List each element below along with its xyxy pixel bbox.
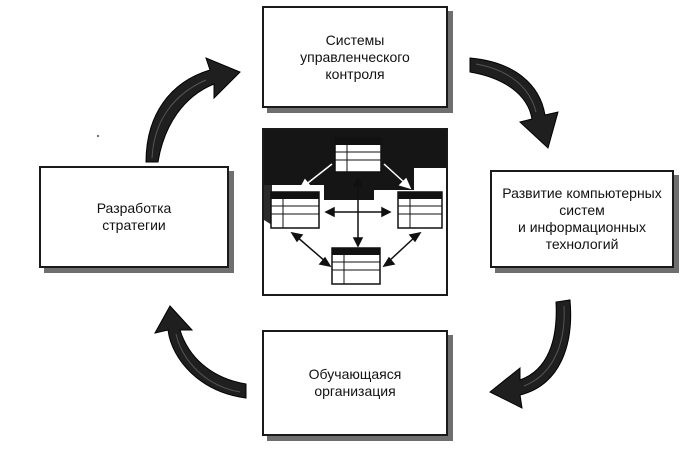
four-way-arrow-icon [324, 176, 392, 248]
center-graphic [264, 130, 446, 285]
node-learning-organization: Обучающаяся организация [262, 330, 448, 436]
node-computer-systems: Развитие компьютерных систем и информаци… [490, 170, 674, 268]
node-strategy-development: Разработка стратегии [39, 166, 229, 268]
node-label: Системы управленческого контроля [300, 31, 410, 82]
node-label: Обучающаяся организация [308, 366, 402, 399]
document-window-icon [397, 191, 443, 229]
curved-arrow-icon [154, 305, 247, 399]
document-window-icon [270, 191, 320, 229]
curved-arrow-icon [469, 57, 559, 149]
node-label: Развитие компьютерных систем и информаци… [502, 185, 662, 252]
node-management-control: Системы управленческого контроля [262, 6, 448, 108]
diagonal-arrow-icon [383, 163, 412, 190]
curved-arrow-icon [489, 299, 572, 409]
diagonal-arrow-icon [290, 231, 332, 268]
curved-arrow-icon [145, 57, 241, 163]
diagonal-arrow-icon [382, 231, 422, 268]
document-window-icon [334, 137, 382, 173]
node-label: Разработка стратегии [96, 200, 172, 233]
diagonal-arrow-icon [298, 163, 333, 191]
document-window-icon [331, 247, 381, 285]
center-panel [262, 128, 448, 296]
